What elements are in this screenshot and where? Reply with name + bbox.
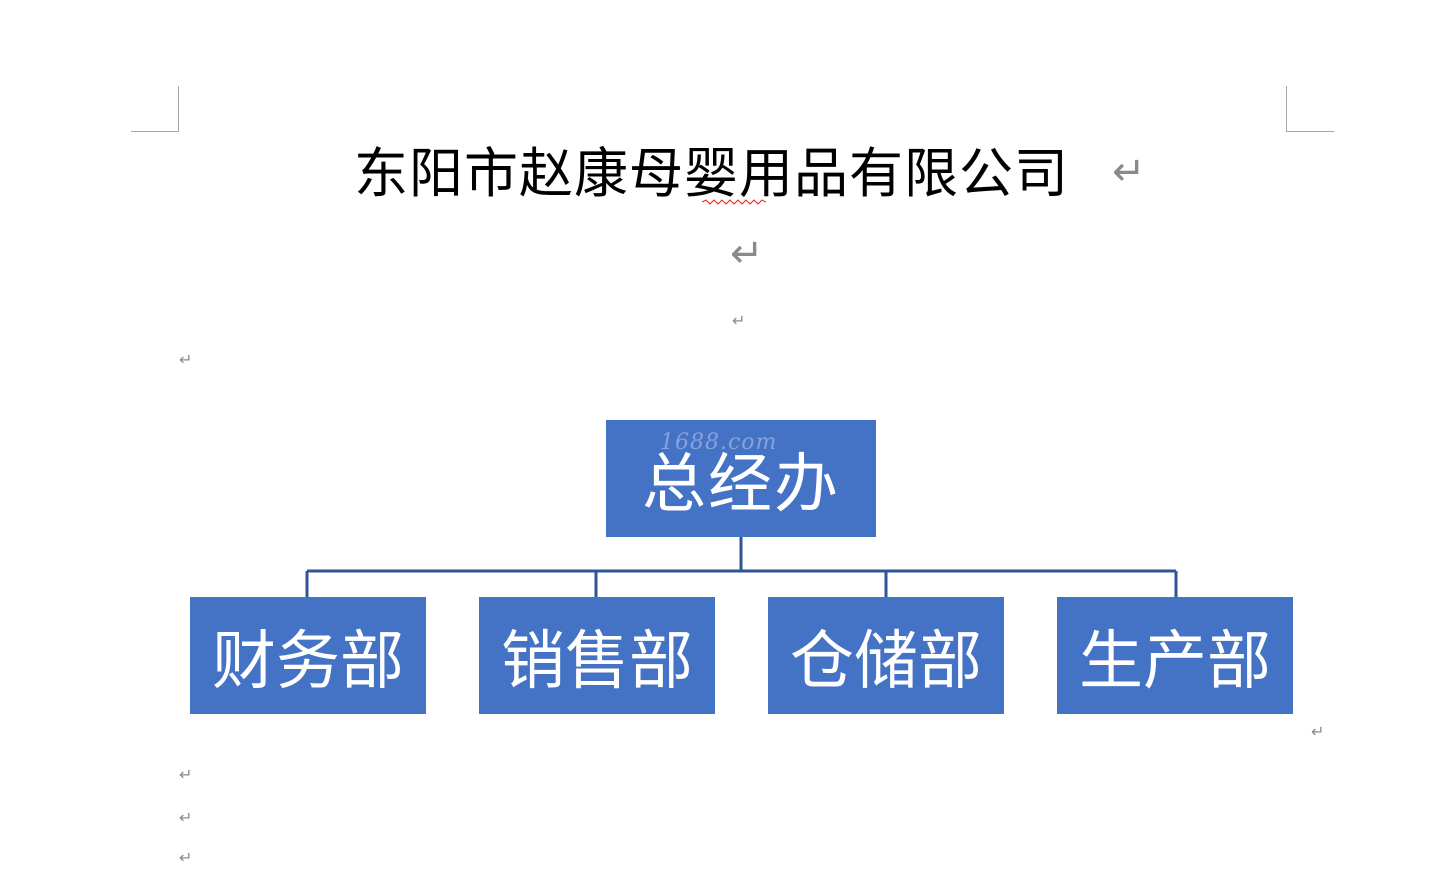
org-box-department[interactable]: 财务部 bbox=[190, 597, 426, 714]
org-box-department[interactable]: 销售部 bbox=[479, 597, 715, 714]
crop-mark-top-left-vertical bbox=[178, 86, 179, 132]
org-box-root[interactable]: 总经办 bbox=[606, 420, 876, 537]
paragraph-mark: ↵ bbox=[1311, 722, 1325, 741]
paragraph-mark: ↵ bbox=[732, 311, 746, 330]
department-label: 仓储部 bbox=[790, 624, 982, 699]
department-label: 财务部 bbox=[212, 624, 404, 699]
crop-mark-top-right-horizontal bbox=[1286, 131, 1334, 132]
spellcheck-underline bbox=[702, 199, 766, 205]
paragraph-mark: ↵ bbox=[179, 765, 193, 784]
crop-mark-top-right-vertical bbox=[1286, 86, 1287, 132]
org-box-department[interactable]: 仓储部 bbox=[768, 597, 1004, 714]
document-title[interactable]: 东阳市赵康母婴用品有限公司 bbox=[354, 142, 1069, 205]
crop-mark-top-left-horizontal bbox=[131, 131, 179, 132]
org-box-root-label: 总经办 bbox=[642, 447, 840, 522]
paragraph-mark: ↵ bbox=[1112, 149, 1146, 195]
paragraph-mark: ↵ bbox=[730, 231, 764, 277]
department-label: 生产部 bbox=[1079, 624, 1271, 699]
paragraph-mark: ↵ bbox=[179, 848, 193, 867]
paragraph-mark: ↵ bbox=[179, 350, 193, 369]
department-label: 销售部 bbox=[501, 624, 693, 699]
paragraph-mark: ↵ bbox=[179, 808, 193, 827]
org-box-department[interactable]: 生产部 bbox=[1057, 597, 1293, 714]
